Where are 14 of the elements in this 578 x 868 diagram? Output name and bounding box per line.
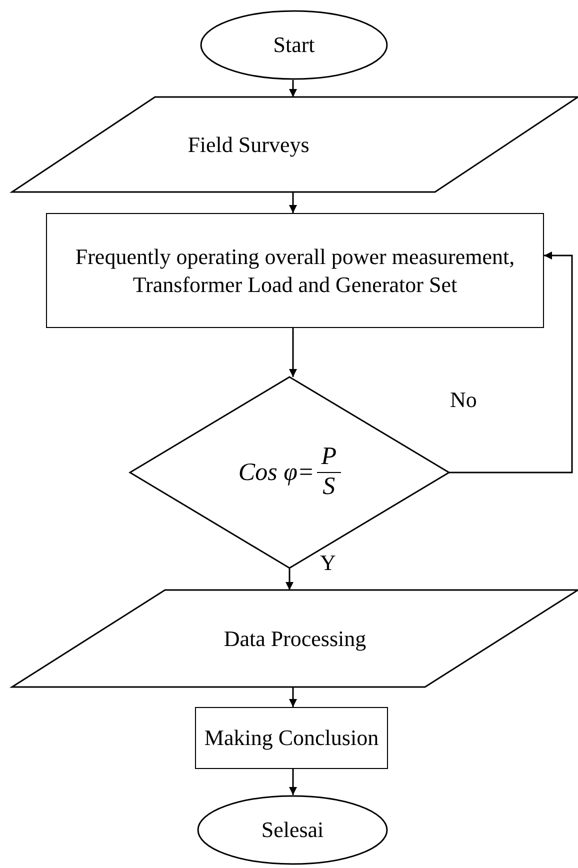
node-text: Selesai bbox=[261, 816, 324, 844]
node-text: Start bbox=[273, 31, 315, 59]
arrow bbox=[289, 687, 297, 707]
process-box bbox=[195, 707, 388, 769]
arrow bbox=[289, 328, 297, 377]
process-box bbox=[46, 213, 544, 328]
node-text: Field Surveys bbox=[188, 130, 310, 158]
arrow bbox=[289, 769, 297, 795]
node-text: Frequently operating overall power measurement, Transformer Load and Generator Set bbox=[74, 243, 516, 298]
arrow bbox=[289, 192, 297, 213]
node-text: Making Conclusion bbox=[204, 724, 379, 752]
arrow bbox=[289, 80, 297, 97]
arrow bbox=[286, 568, 294, 590]
node-text: Data Processing bbox=[224, 624, 366, 652]
